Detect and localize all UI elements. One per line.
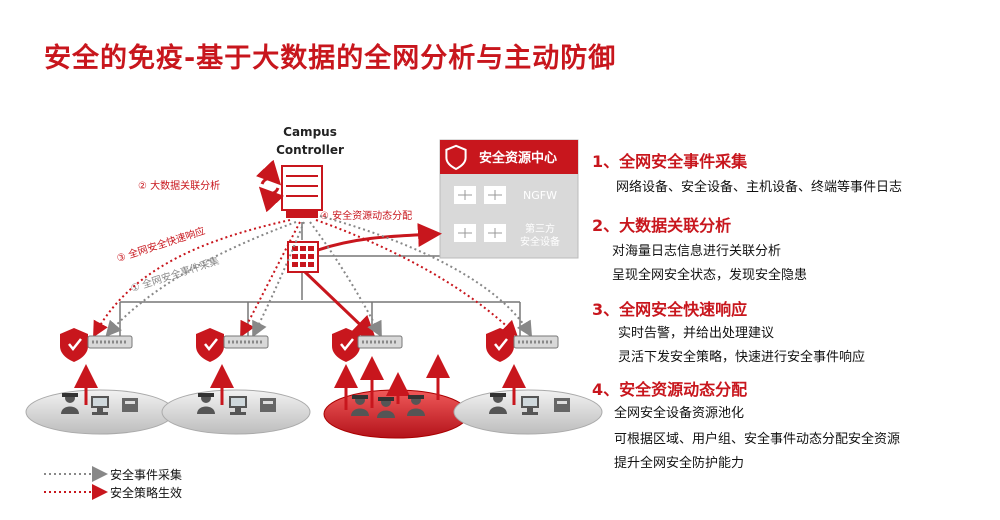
label-fast-response: ③ 全网安全快速响应 — [115, 224, 207, 265]
site-1 — [25, 326, 175, 435]
security-resource-center: 安全资源中心 NGFW 第三方 安全设备 — [439, 139, 579, 259]
label-resource-allocation: ④ 安全资源动态分配 — [320, 209, 412, 222]
legend-label-policy: 安全策略生效 — [110, 486, 183, 500]
campus-controller-server — [281, 165, 323, 218]
controller-label-line2: Controller — [276, 143, 344, 157]
resource-center-title: 安全资源中心 — [479, 150, 557, 166]
third-party-label-line1: 第三方 — [525, 222, 555, 235]
backbone-lines — [119, 222, 521, 336]
refresh-icon — [255, 159, 285, 213]
site-3-active — [323, 326, 469, 439]
legend-label-collect: 安全事件采集 — [110, 468, 183, 482]
site-2 — [161, 326, 311, 435]
page-title: 安全的免疫-基于大数据的全网分析与主动防御 — [44, 43, 617, 74]
controller-label-line1: Campus — [283, 125, 337, 139]
third-party-label-line2: 安全设备 — [520, 235, 560, 248]
resource-allocation-arrow — [317, 223, 442, 252]
ngfw-label: NGFW — [523, 189, 557, 202]
site-4 — [453, 326, 603, 435]
dotted-flows — [93, 215, 533, 338]
policy-arrow-red-site — [303, 270, 377, 341]
core-switch — [287, 241, 319, 273]
label-big-data-analysis: ② 大数据关联分析 — [138, 179, 220, 192]
